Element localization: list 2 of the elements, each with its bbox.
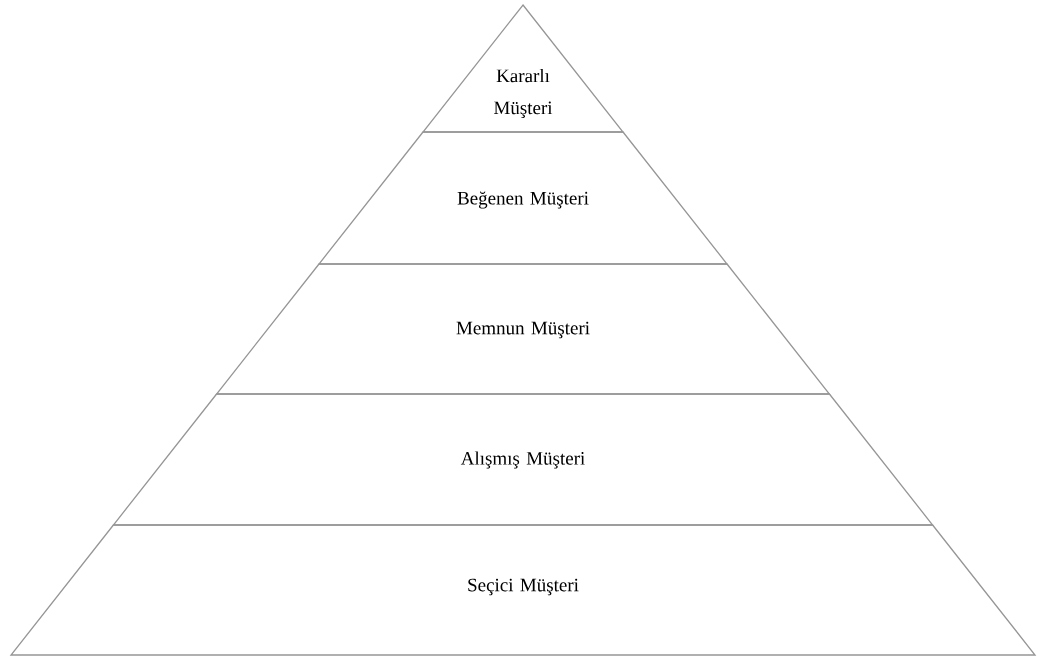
pyramid-band: Memnun Müşteri bbox=[215, 263, 831, 395]
pyramid-band: Alışmış Müşteri bbox=[112, 393, 934, 526]
